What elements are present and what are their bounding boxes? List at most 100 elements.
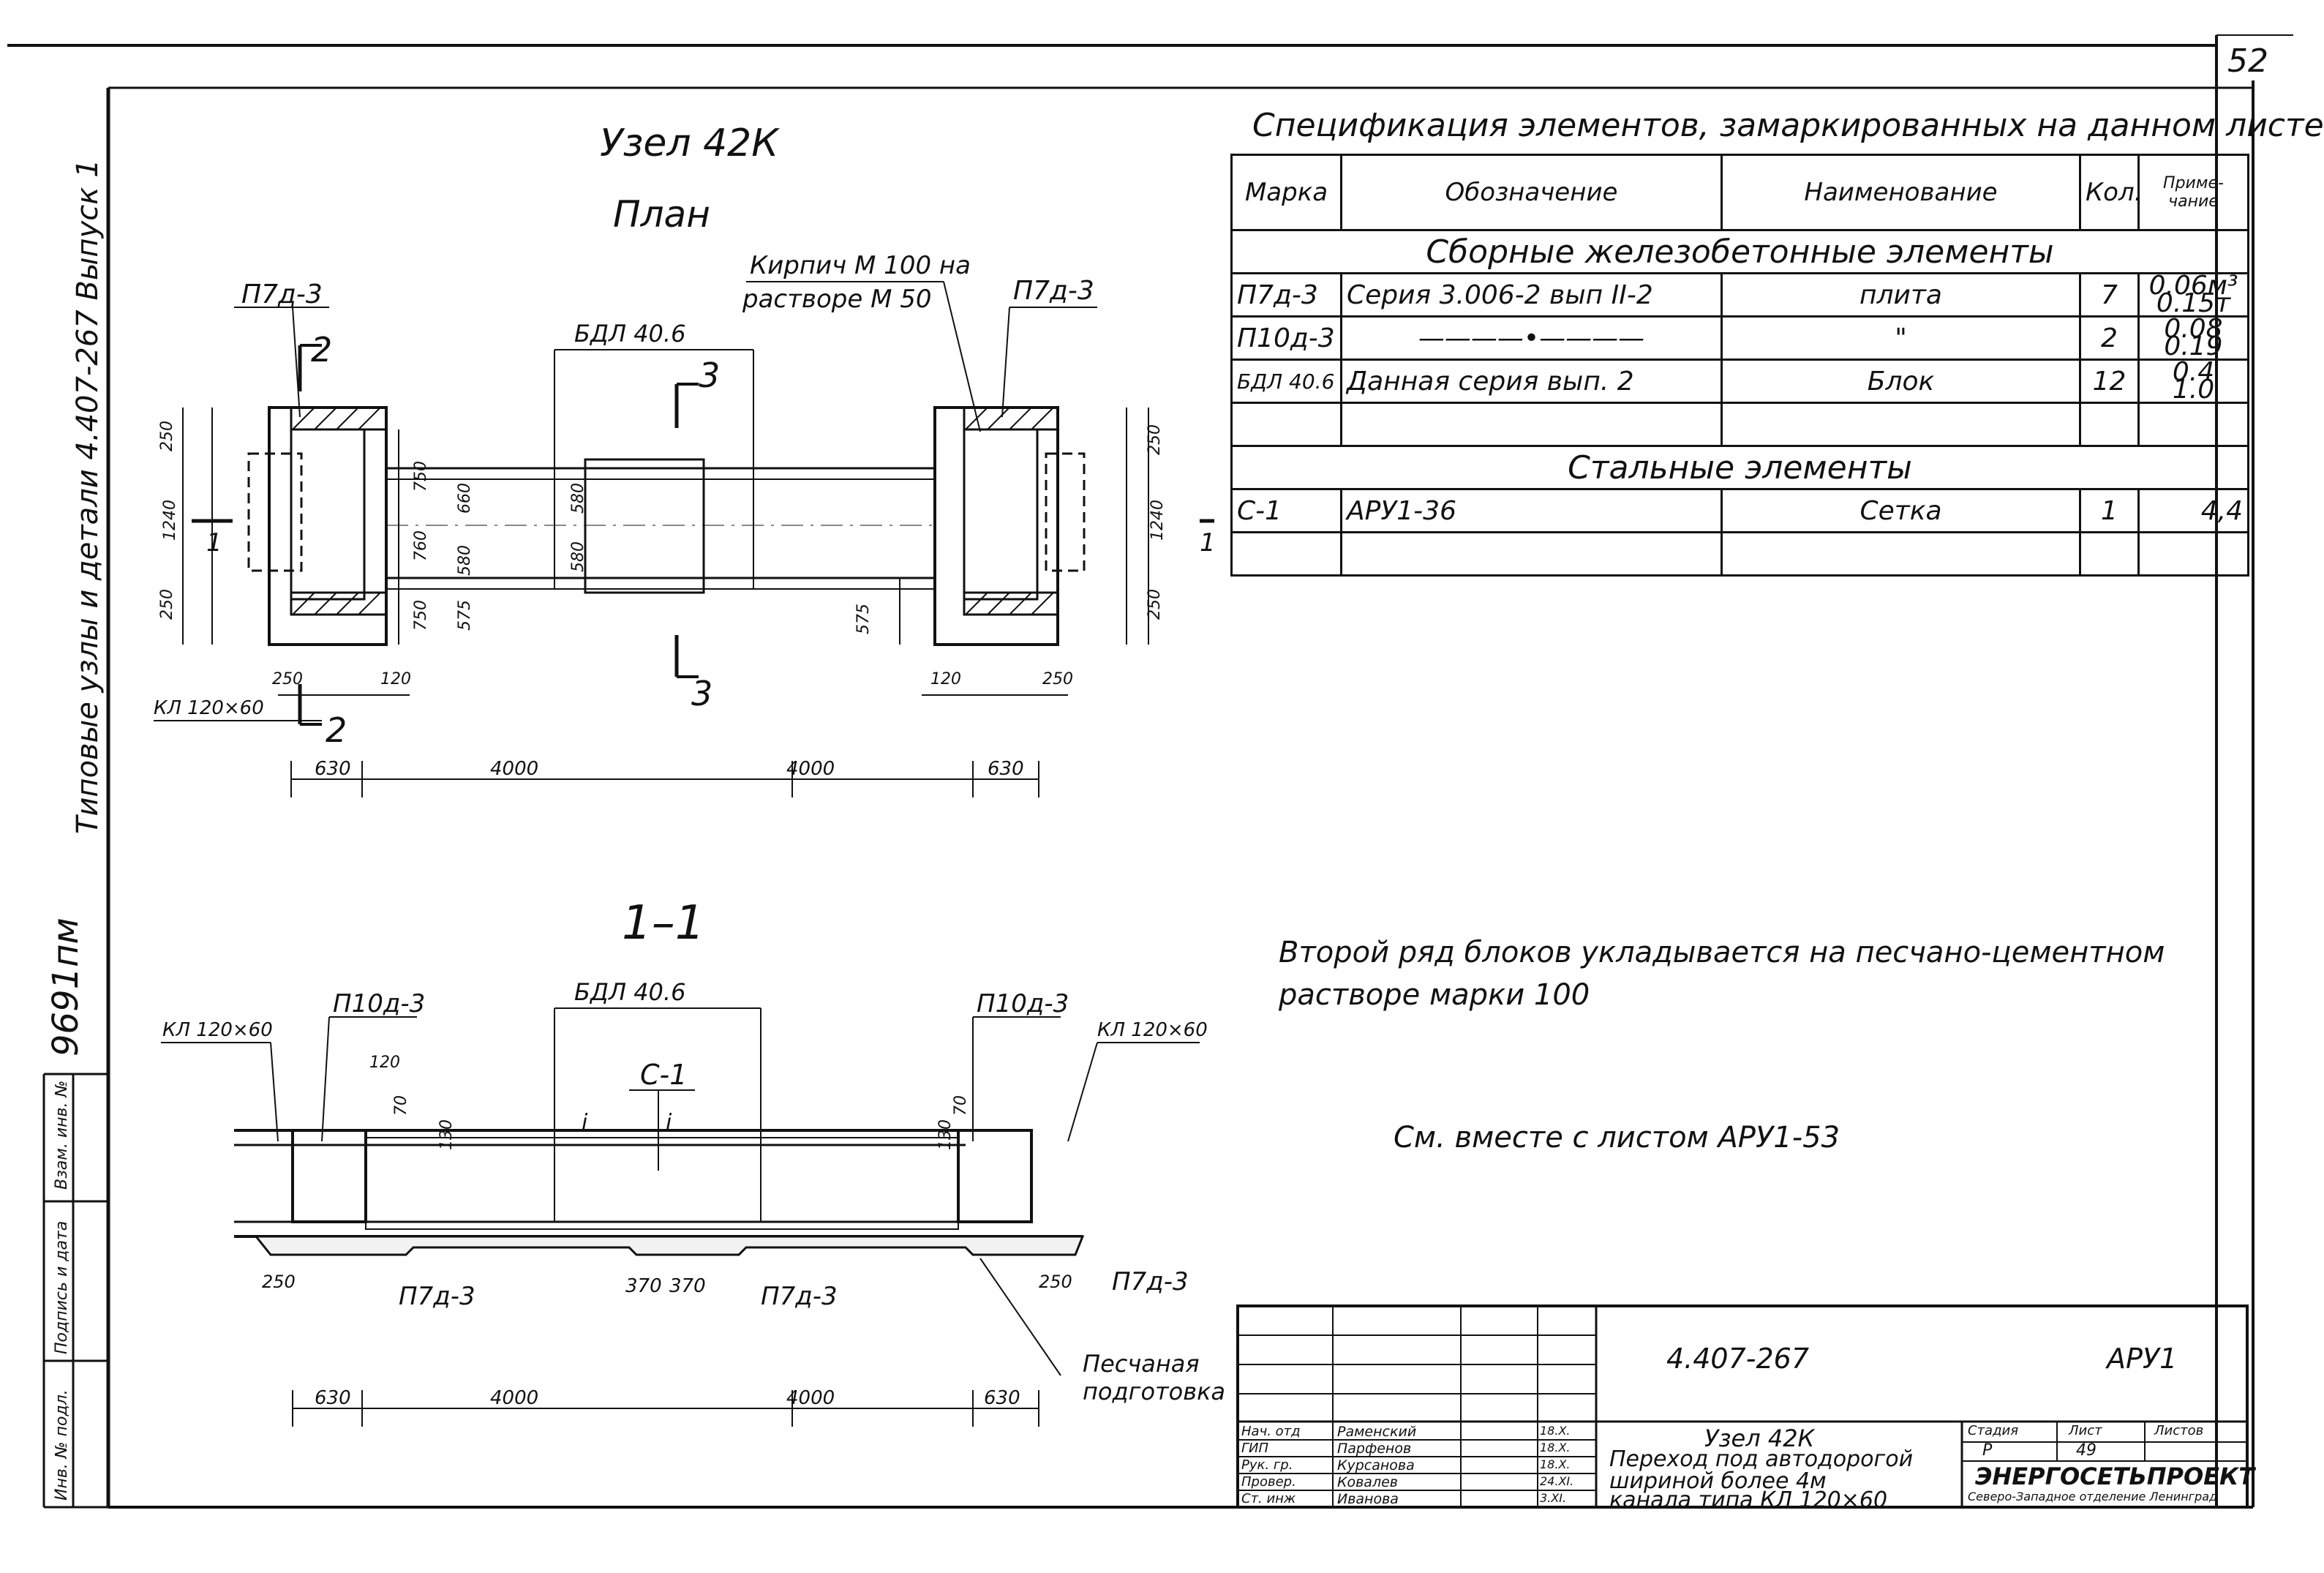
- dim-250-right-bottom: 250: [1146, 589, 1164, 620]
- name-3: Курсанова: [1337, 1457, 1415, 1473]
- label-p7d-right: П7д-3: [1013, 276, 1094, 306]
- label-kl-right: КЛ 120×60: [1097, 1019, 1208, 1041]
- role-3: Рук. гр.: [1241, 1457, 1293, 1473]
- label-kl: КЛ 120×60: [154, 697, 264, 719]
- name-4: Ковалев: [1337, 1474, 1398, 1490]
- cell-note-mass: 0.19: [2164, 331, 2223, 361]
- spec-row-empty: [1230, 531, 2249, 577]
- label-p7d-section-right: П7д-3: [1112, 1267, 1189, 1296]
- dim-750-a: 750: [412, 461, 430, 492]
- sheet-label: Лист: [2069, 1423, 2102, 1438]
- node-title: Узел 42К: [600, 121, 779, 165]
- dim-575-a: 575: [456, 600, 474, 631]
- section-precast: Сборные железобетонные элементы: [1230, 229, 2249, 274]
- dim-70-right: 70: [952, 1095, 970, 1116]
- sheet-code: АРУ1: [2107, 1343, 2178, 1375]
- dim-580-b: 580: [569, 483, 587, 514]
- cell-qty: 2: [2079, 315, 2140, 361]
- cell-designation: АРУ1-36: [1340, 488, 1723, 533]
- date-3: 18.X.: [1540, 1457, 1571, 1471]
- section-steel: Стальные элементы: [1230, 445, 2249, 490]
- dim-630-left: 630: [315, 758, 351, 780]
- slope-i-2: i: [666, 1110, 672, 1135]
- binding-replace-label: Взам. инв. №: [53, 1080, 71, 1190]
- header-mark: Марка: [1230, 154, 1342, 231]
- spec-row: П7д-3 Серия 3.006-2 вып II-2 плита 7 0.0…: [1230, 272, 2249, 318]
- dim-760: 760: [412, 530, 430, 561]
- role-4: Провер.: [1241, 1474, 1296, 1490]
- plan-view: [154, 281, 1214, 797]
- stage-label: Стадия: [1968, 1423, 2019, 1438]
- dim-130-left: 130: [437, 1119, 456, 1150]
- cell-note: 4,4: [2137, 488, 2249, 533]
- spec-row: БДЛ 40.6 Данная серия вып. 2 Блок 12 0.4…: [1230, 358, 2249, 405]
- spec-header-row: Марка Обозначение Наименование Кол. Прим…: [1230, 154, 2249, 231]
- cut-1-left: 1: [206, 528, 222, 558]
- binding-inv-label: Инв. № подл.: [53, 1389, 71, 1501]
- plan-title: План: [613, 193, 710, 236]
- cell-qty: 1: [2079, 488, 2140, 533]
- dim-120-right: 120: [930, 670, 961, 688]
- sheet-value: 49: [2076, 1441, 2097, 1460]
- spec-row: С-1 АРУ1-36 Сетка 1 4,4: [1230, 488, 2249, 533]
- cell-name: ": [1721, 315, 2081, 361]
- dim-575-b: 575: [854, 604, 873, 634]
- label-sand-2: подготовка: [1083, 1378, 1226, 1405]
- name-2: Парфенов: [1337, 1441, 1412, 1457]
- cell-mark: П10д-3: [1230, 315, 1342, 361]
- org-name: ЭНЕРГОСЕТЬПРОЕКТ: [1975, 1463, 2255, 1490]
- note-line-1: Второй ряд блоков укладывается на песчан…: [1279, 936, 2165, 969]
- label-p10d-left: П10д-3: [333, 989, 426, 1018]
- role-1: Нач. отд: [1241, 1424, 1301, 1439]
- cut-1-right: 1: [1200, 528, 1216, 558]
- cell-name: плита: [1721, 272, 2081, 318]
- dim-4000-right: 4000: [786, 758, 835, 780]
- label-p7d-section-mid: П7д-3: [761, 1282, 838, 1311]
- cell-note-volume: 0.08: [2164, 314, 2223, 344]
- date-1: 18.X.: [1540, 1424, 1571, 1438]
- dim-70-left: 70: [392, 1095, 410, 1116]
- doc-code: 4.407-267: [1666, 1343, 1810, 1375]
- cell-note-mass: 1.0: [2172, 375, 2215, 405]
- cut-3-bottom: 3: [691, 674, 713, 713]
- cell-mark: П7д-3: [1230, 272, 1342, 318]
- cell-designation: Серия 3.006-2 вып II-2: [1340, 272, 1723, 318]
- dim-250-bottom-left: 250: [272, 670, 303, 688]
- dim-1240-left: 1240: [161, 500, 179, 541]
- dim-130-right: 130: [936, 1119, 955, 1150]
- title-block-lines: [1236, 1304, 2249, 1509]
- cell-name: Сетка: [1721, 488, 2081, 533]
- spec-table: Марка Обозначение Наименование Кол. Прим…: [1230, 154, 2249, 577]
- cell-mark: С-1: [1230, 488, 1342, 533]
- dim-580-c: 580: [569, 541, 587, 572]
- cell-mark: БДЛ 40.6: [1230, 358, 1342, 404]
- cell-note-mass: 0.15т: [2156, 288, 2231, 318]
- label-bdl: БДЛ 40.6: [574, 320, 686, 348]
- org-branch: Северо-Западное отделение Ленинград: [1968, 1490, 2218, 1503]
- role-2: ГИП: [1241, 1441, 1269, 1456]
- page-number: 52: [2227, 42, 2268, 80]
- dim-580-a: 580: [456, 545, 474, 576]
- dim-250-left-bottom: 250: [158, 589, 176, 620]
- dim-250-section-left: 250: [262, 1272, 296, 1292]
- dim-630-section-right: 630: [984, 1387, 1020, 1409]
- stamp-title-1: Узел 42К: [1704, 1424, 1815, 1452]
- sheets-label: Листов: [2154, 1423, 2204, 1438]
- date-5: 3.XI.: [1540, 1491, 1567, 1505]
- dim-250-bottom-right: 250: [1042, 670, 1073, 688]
- section-view: [161, 1007, 1200, 1427]
- stamp-title-3: шириной более 4м: [1609, 1468, 1827, 1494]
- header-qty: Кол.: [2079, 154, 2142, 231]
- label-p7d-left: П7д-3: [241, 279, 323, 309]
- header-designation: Обозначение: [1340, 154, 1723, 231]
- cut-2-top: 2: [311, 330, 333, 369]
- header-note: Приме-чание: [2137, 154, 2249, 231]
- dim-4000-left: 4000: [490, 758, 539, 780]
- spec-title: Спецификация элементов, замаркированных …: [1252, 107, 2324, 144]
- date-2: 18.X.: [1540, 1441, 1571, 1454]
- label-sand: Песчаная: [1083, 1350, 1200, 1378]
- cut-3-top: 3: [699, 356, 721, 395]
